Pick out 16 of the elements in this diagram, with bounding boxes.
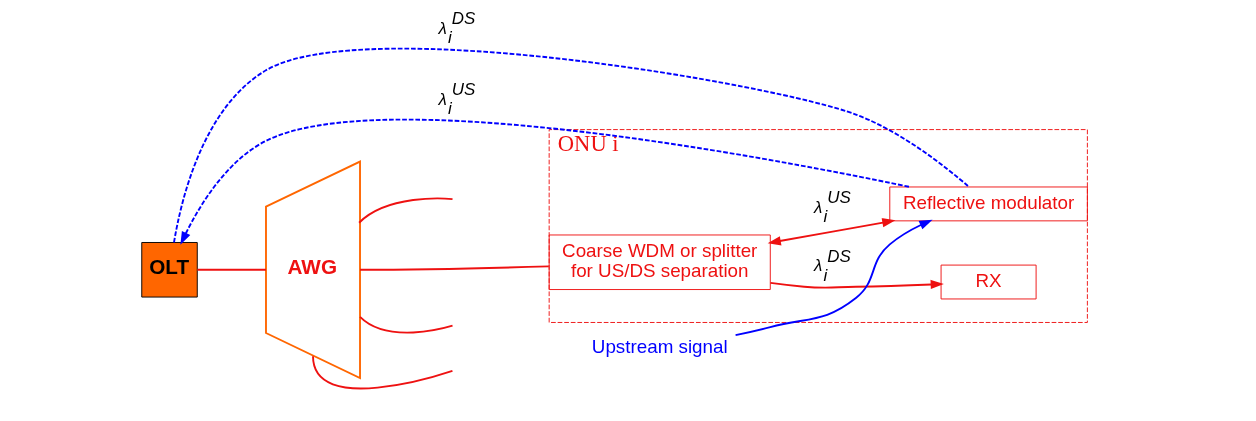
- node-box: AWG: [264, 160, 361, 380]
- connector: [358, 265, 550, 271]
- node-box: Reflective modulator: [888, 186, 1088, 222]
- arrow: [734, 219, 933, 337]
- arrow: [767, 218, 895, 246]
- arrow: [769, 279, 944, 290]
- connector: [311, 355, 453, 390]
- connector: [358, 315, 453, 334]
- connector: [196, 268, 267, 271]
- connector: [172, 47, 970, 244]
- node-text: Upstream signal: [591, 335, 728, 357]
- node-box: OLT: [140, 242, 198, 298]
- node-box: Coarse WDM or splitter for US/DS separation: [548, 234, 771, 290]
- arrow: [179, 118, 911, 245]
- connector: [357, 197, 453, 224]
- node-box: RX: [940, 264, 1037, 300]
